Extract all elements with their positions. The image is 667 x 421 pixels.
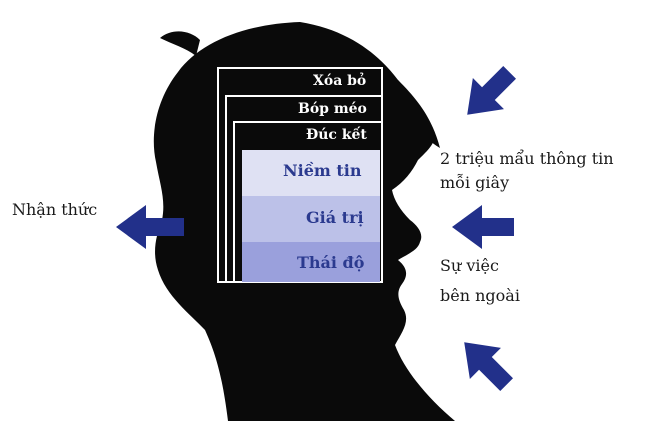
- label-info-line1: 2 triệu mẩu thông tin: [440, 149, 614, 168]
- arrow-bottom-right: [464, 342, 513, 391]
- label-perception: Nhận thức: [12, 200, 98, 219]
- layer-label-attitudes: Thái độ: [297, 253, 365, 272]
- arrow-left-output: [116, 205, 184, 249]
- label-events-line1: Sự việc: [440, 256, 499, 275]
- filter-label-delete: Xóa bỏ: [313, 73, 367, 89]
- hair-strand: [160, 31, 200, 56]
- layer-label-beliefs: Niềm tin: [283, 161, 362, 180]
- layer-beliefs-box: [242, 150, 380, 196]
- hair-strand: [398, 80, 440, 148]
- layer-label-values: Giá trị: [306, 208, 364, 227]
- label-info-line2: mỗi giây: [440, 173, 510, 192]
- filter-label-generalize: Đúc kết: [306, 127, 367, 143]
- label-events-line2: bên ngoài: [440, 286, 520, 305]
- filter-label-distort: Bóp méo: [298, 101, 367, 117]
- layer-attitudes-box: [242, 242, 380, 282]
- layer-values-box: [242, 196, 380, 242]
- arrow-middle-right: [452, 205, 514, 249]
- arrow-top-right: [467, 66, 516, 115]
